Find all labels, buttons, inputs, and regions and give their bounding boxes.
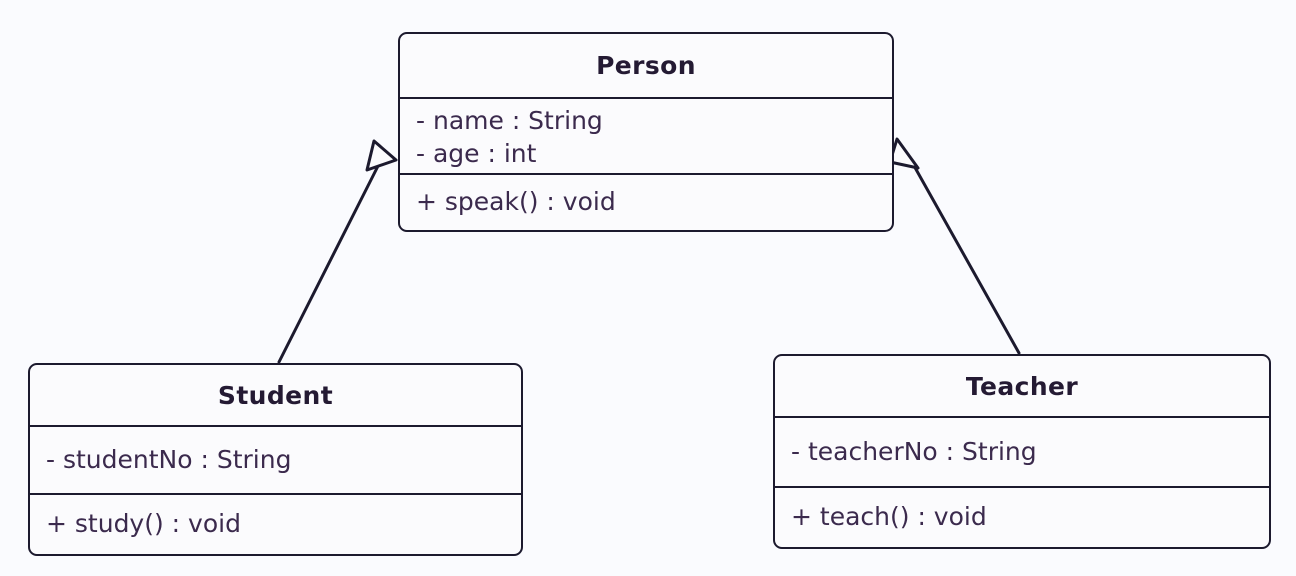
uml-attribute: - teacherNo : String — [791, 437, 1037, 467]
uml-attribute: - name : String — [416, 105, 603, 135]
hollow-triangle-arrowhead-teacher — [888, 137, 920, 170]
uml-class-person[interactable]: Person - name : String - age : int + spe… — [398, 32, 894, 232]
uml-attributes-section-teacher: - teacherNo : String — [775, 418, 1269, 488]
uml-class-name-person: Person — [400, 34, 892, 99]
generalization-line-student — [277, 164, 380, 364]
uml-operations-section-student: + study() : void — [30, 495, 521, 553]
uml-attributes-section-student: - studentNo : String — [30, 427, 521, 495]
uml-operation: + study() : void — [46, 509, 241, 539]
uml-class-student[interactable]: Student - studentNo : String + study() :… — [28, 363, 523, 556]
uml-class-name-student: Student — [30, 365, 521, 427]
uml-class-name-teacher: Teacher — [775, 356, 1269, 418]
generalization-line-teacher — [911, 162, 1021, 355]
generalization-teacher-to-person — [888, 137, 1021, 355]
uml-attributes-section-person: - name : String - age : int — [400, 99, 892, 175]
hollow-triangle-arrowhead-student — [365, 139, 398, 172]
uml-attribute: - studentNo : String — [46, 445, 292, 475]
generalization-student-to-person — [277, 139, 398, 364]
uml-operation: + speak() : void — [416, 186, 616, 216]
uml-operations-section-person: + speak() : void — [400, 175, 892, 228]
uml-class-teacher[interactable]: Teacher - teacherNo : String + teach() :… — [773, 354, 1271, 549]
uml-attribute: - age : int — [416, 139, 537, 168]
uml-operation: + teach() : void — [791, 502, 987, 532]
uml-operations-section-teacher: + teach() : void — [775, 488, 1269, 546]
